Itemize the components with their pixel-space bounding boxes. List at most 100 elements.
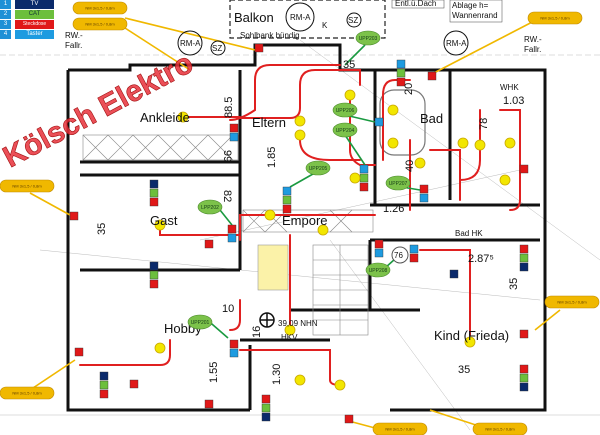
dim-78: 78 [478, 118, 490, 130]
cable-tag[interactable]: NM 3x1,5 / 0,8m [472, 422, 528, 435]
circuit-tag[interactable]: UPP201 [187, 314, 213, 330]
lamp-icon [457, 137, 469, 149]
outlet-box-3 [519, 364, 529, 374]
k-label: K [322, 21, 328, 30]
dim-1-85: 1.85 [266, 147, 278, 168]
sz-label-left: SZ [212, 44, 222, 53]
cable-tag[interactable]: NM 3x1,5 / 0,8m [527, 11, 583, 25]
outlet-box-4 [419, 193, 429, 203]
circuit-tag[interactable]: LPP202 [197, 199, 223, 215]
sz-circle-left [210, 40, 226, 56]
outlet-box-3 [359, 182, 369, 192]
outlet-box-4 [229, 132, 239, 142]
outlet-box-3 [229, 123, 239, 133]
dim-35-kind-2: 35 [458, 364, 470, 376]
outlet-box-4 [396, 59, 406, 69]
cable-tag[interactable]: NM 3x1,5 / 0,8m [72, 1, 128, 15]
outlet-box-3 [99, 389, 109, 399]
legend-num: 3 [0, 20, 11, 29]
outlet-box-3 [427, 71, 437, 81]
outlet-box-3 [519, 164, 529, 174]
outlet-box-1 [99, 371, 109, 381]
dim-1-26: 1.26 [383, 203, 404, 215]
outlet-box-3 [74, 347, 84, 357]
fallr-label-left: Fallr. [65, 41, 82, 50]
outlet-box-3 [149, 197, 159, 207]
outlet-box-3 [374, 239, 384, 249]
ablage-box [449, 0, 503, 23]
lamp-icon [177, 111, 189, 123]
outlet-boxes [69, 43, 529, 424]
outlet-box-2 [149, 270, 159, 280]
rm-a-label-right: RM-A [446, 39, 467, 48]
outlet-box-4 [229, 348, 239, 358]
rw-label-left: RW.- [65, 31, 83, 40]
lamp-icon [294, 374, 306, 386]
circuit-tag[interactable]: UPP205 [305, 160, 331, 176]
lamp-icon [474, 139, 486, 151]
outlet-box-3 [227, 224, 237, 234]
dim-35-kind: 35 [508, 278, 520, 290]
outlet-box-3 [129, 379, 139, 389]
room-label-eltern: Eltern [252, 115, 286, 130]
circuit-tag[interactable]: UPP206 [332, 102, 358, 118]
cable-tag-label: NM 3x1,5 / 0,8m [12, 184, 42, 189]
outlet-box-3 [149, 279, 159, 289]
lamp-icon [154, 342, 166, 354]
cable-tag[interactable]: NM 3x1,5 / 0,8m [544, 295, 600, 309]
legend-num: 4 [0, 30, 11, 39]
circuit-tag[interactable]: UPP207 [385, 175, 411, 191]
cable-tag[interactable]: NM 3x1,5 / 0,8m [0, 179, 55, 193]
dim-76-circle [391, 246, 409, 264]
outlet-box-4 [374, 117, 384, 127]
outlet-box-3 [261, 394, 271, 404]
wiring [79, 64, 521, 386]
cable-tag-label: NM 3x1,5 / 0,8m [12, 391, 42, 396]
outlet-box-1 [149, 179, 159, 189]
circuit-tag-label: UPP206 [336, 108, 355, 114]
room-label-ankleide: Ankleide [140, 110, 190, 125]
outlet-box-3 [282, 204, 292, 214]
lamp-icon [387, 104, 399, 116]
cable-tag[interactable]: NM 3x1,5 / 0,8m [0, 386, 55, 400]
lamp-icon [387, 137, 399, 149]
wardrobe-hatch [82, 134, 374, 336]
outlet-box-3 [204, 399, 214, 409]
lamp-icon [317, 224, 329, 236]
room-label-balkon: Balkon [234, 10, 274, 25]
circuit-tag[interactable]: UPP203 [355, 30, 381, 46]
lamp-icon [294, 115, 306, 127]
rw-label-right: RW.- [524, 35, 542, 44]
lamp-icon [414, 157, 426, 169]
lamp-icon [344, 89, 356, 101]
circuit-tag[interactable]: UPP204 [332, 122, 358, 138]
lamp-icon [349, 172, 361, 184]
room-label-kind: Kind (Frieda) [434, 328, 509, 343]
outlet-box-3 [344, 414, 354, 424]
circuit-tag-label: UPP205 [309, 166, 328, 172]
sz-circle [346, 12, 362, 28]
outlet-box-4 [409, 244, 419, 254]
level-label: 39,09 NHN [278, 319, 318, 328]
room-label-gast: Gast [150, 213, 178, 228]
dim-10: 10 [222, 303, 234, 315]
circuit-tag-label: LPP202 [201, 205, 219, 211]
cable-tag[interactable]: NM 3x1,5 / 0,8m [372, 422, 428, 435]
dim-1-30: 1.30 [271, 364, 283, 385]
legend-num: 2 [0, 10, 11, 19]
circuit-tag[interactable]: UPP208 [365, 262, 391, 278]
outlet-box-2 [396, 68, 406, 78]
outlet-box-1 [261, 412, 271, 422]
cable-tag[interactable]: NM 3x1,5 / 0,8m [72, 17, 128, 31]
circuit-tag-label: UPP207 [389, 181, 408, 187]
lamp-icon [294, 129, 306, 141]
lamp-icon [504, 137, 516, 149]
outlet-box-4 [359, 164, 369, 174]
outlet-box-2 [261, 403, 271, 413]
cable-tag-label: NM 3x1,5 / 0,8m [557, 300, 587, 305]
rm-a-label: RM-A [290, 13, 311, 22]
rm-a-circle-left [177, 30, 203, 56]
lamp-icon [464, 336, 476, 348]
